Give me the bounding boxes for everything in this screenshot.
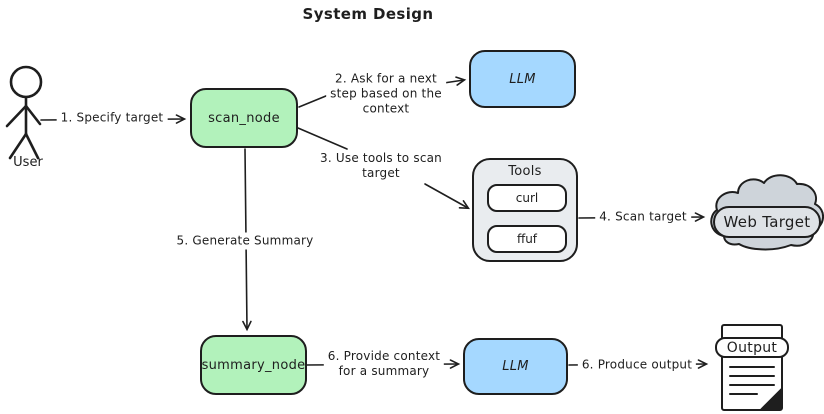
node-scan-label: scan_node <box>208 110 280 126</box>
edge-label-generate-summary: 5. Generate Summary <box>172 232 318 250</box>
user-actor-label: User <box>13 155 43 170</box>
tools-title: Tools <box>508 164 542 179</box>
user-actor-icon <box>5 65 43 160</box>
tool-ffuf-label: ffuf <box>516 232 538 246</box>
tool-item-curl: curl <box>487 184 567 212</box>
node-summary-label: summary_node <box>201 357 306 373</box>
edge-use-tools-a <box>297 127 348 150</box>
edge-use-tools-b <box>424 183 470 210</box>
node-scan: scan_node <box>190 88 298 148</box>
node-llm-top: LLM <box>469 50 576 108</box>
diagram-title: System Design <box>302 5 434 23</box>
web-target-label: Web Target <box>723 213 811 231</box>
edge-label-ask-next-step: 2. Ask for a next step based on the cont… <box>326 70 446 118</box>
node-web-target: Web Target <box>713 206 821 238</box>
edge-label-produce-output: 6. Produce output <box>577 356 697 374</box>
output-label-pill: Output <box>715 337 789 358</box>
node-summary: summary_node <box>200 335 307 395</box>
node-llm-bottom-label: LLM <box>502 359 529 374</box>
tool-item-ffuf: ffuf <box>487 225 567 253</box>
node-tools-container: Tools curl ffuf <box>472 158 578 262</box>
node-llm-top-label: LLM <box>509 71 536 87</box>
edge-label-scan-target: 4. Scan target <box>595 208 691 226</box>
tool-curl-label: curl <box>515 191 539 205</box>
edge-label-provide-context: 6. Provide context for a summary <box>323 348 445 380</box>
output-label: Output <box>726 339 778 356</box>
edge-label-use-tools: 3. Use tools to scan target <box>316 150 446 182</box>
edge-label-specify-target: 1. Specify target <box>56 109 168 127</box>
node-llm-bottom: LLM <box>463 338 568 395</box>
